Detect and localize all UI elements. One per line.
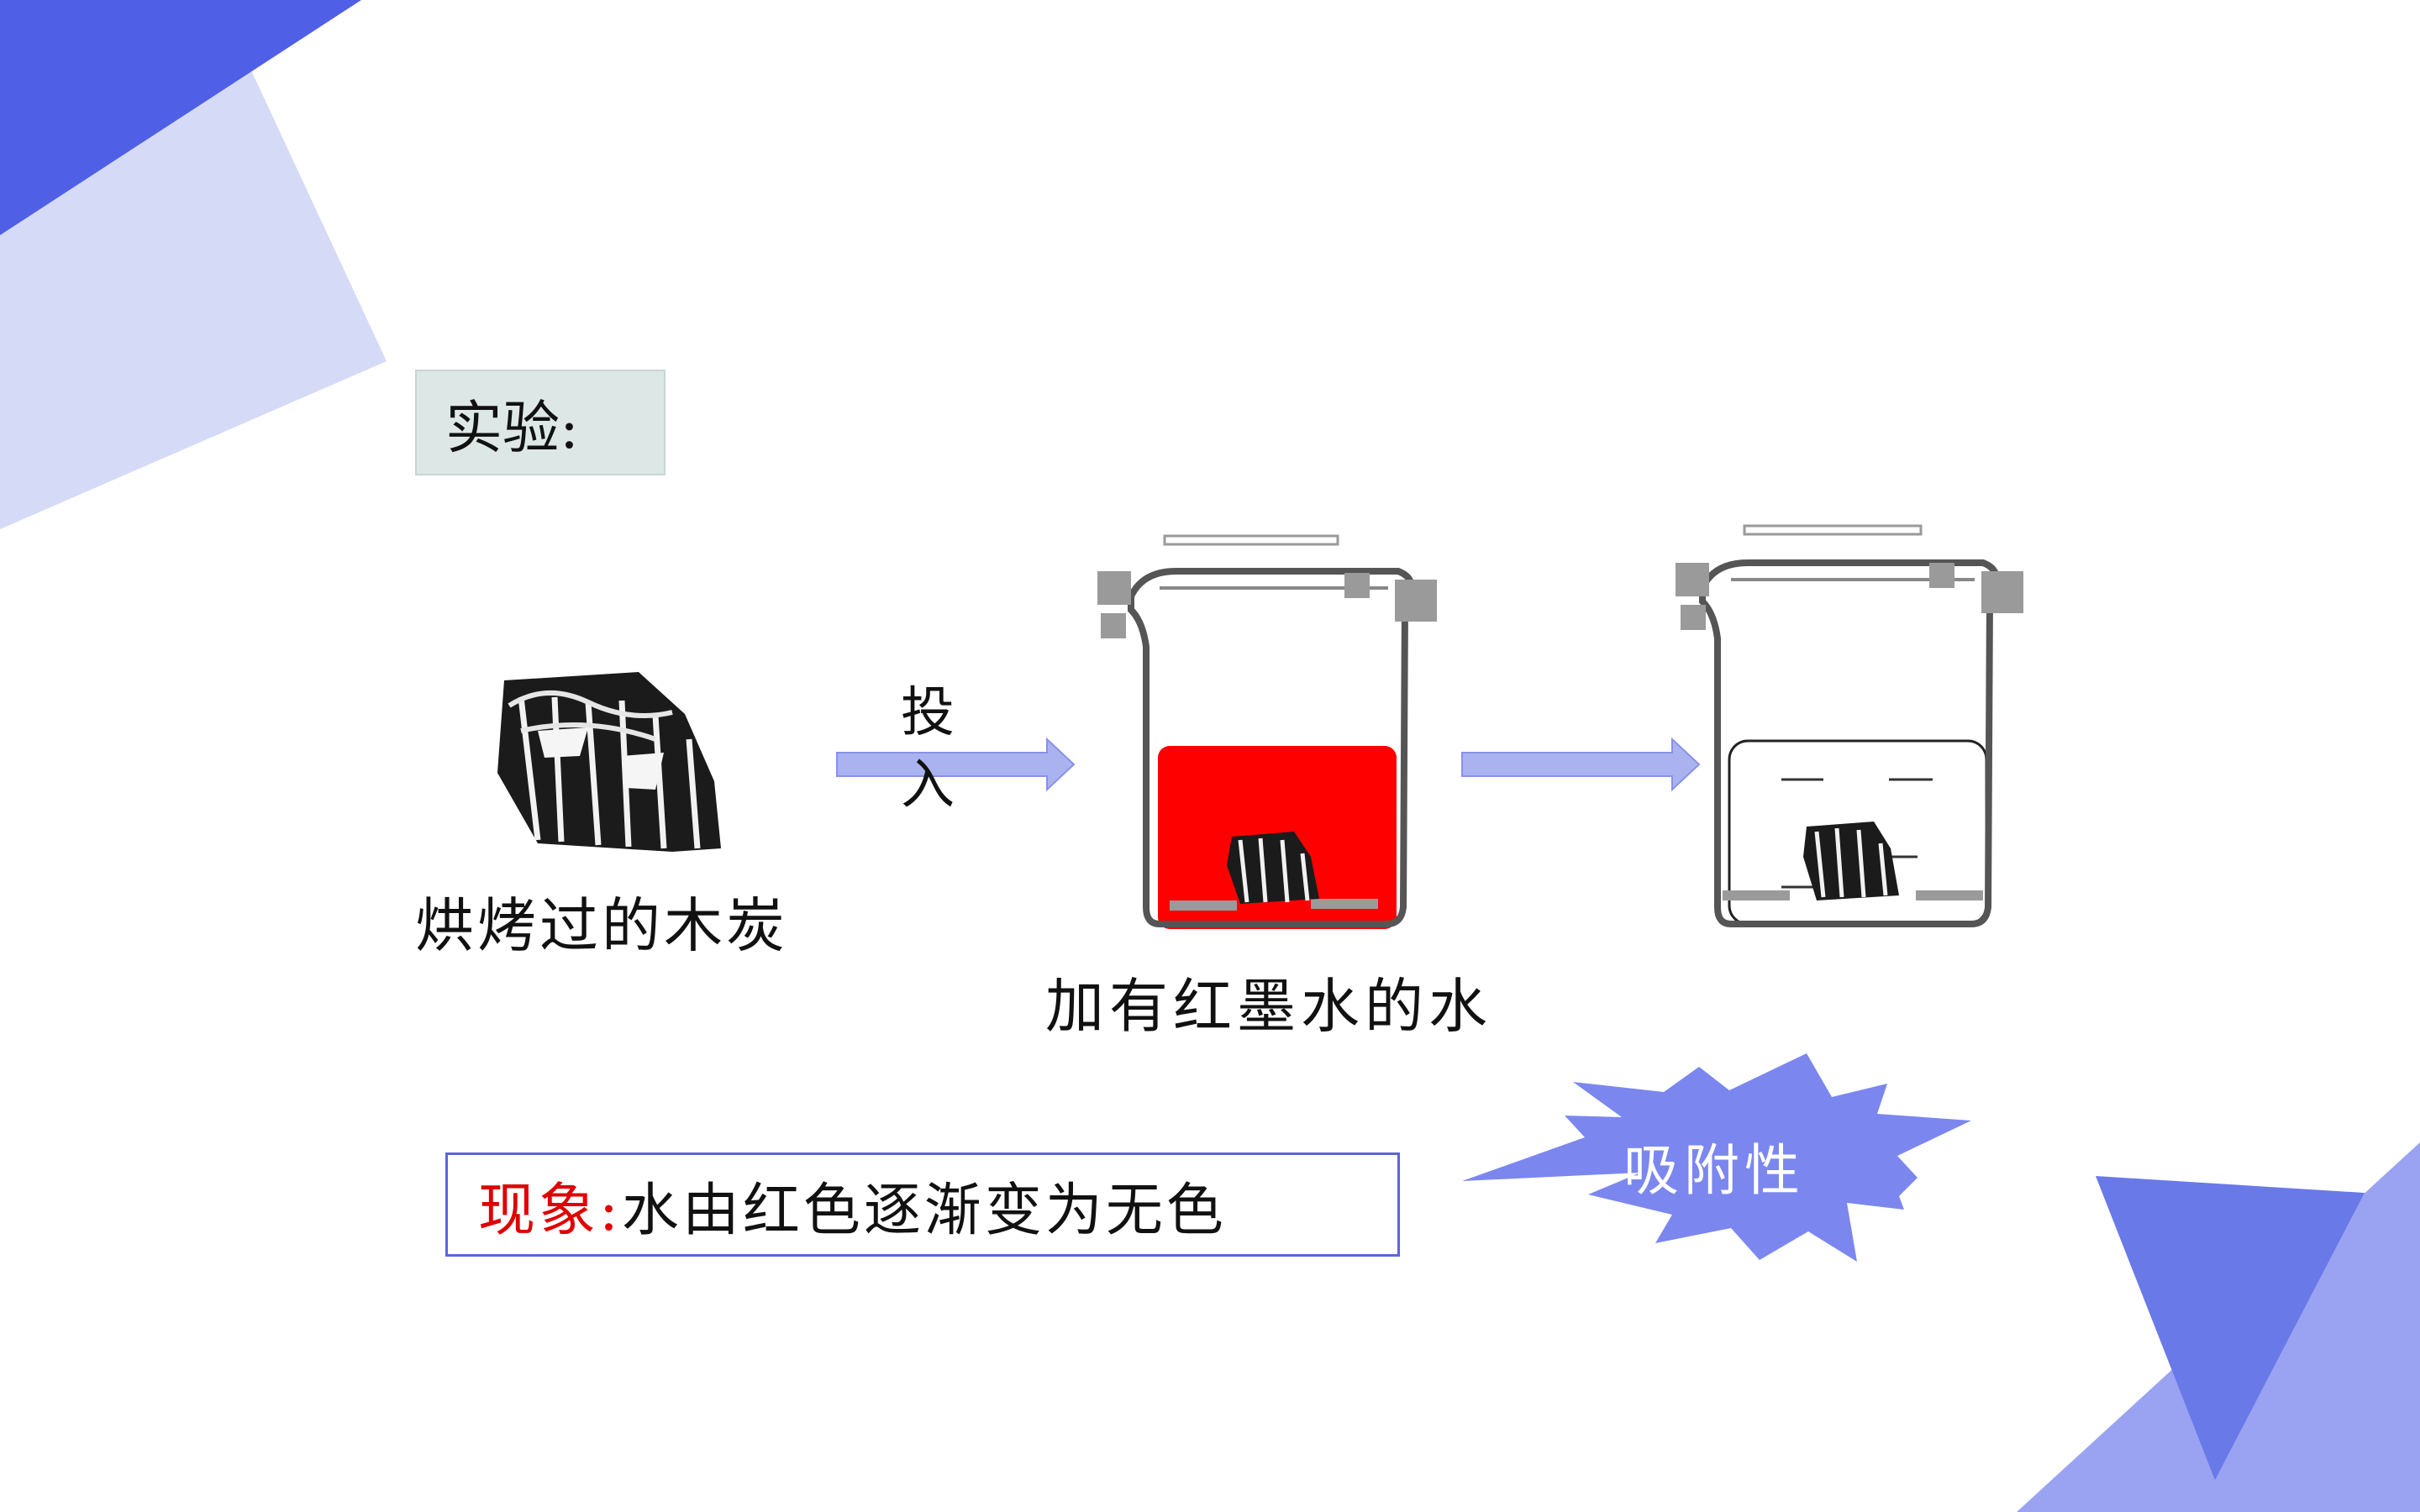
beaker-red-ink: [1097, 534, 1437, 929]
corner-decoration-dark: [0, 0, 361, 235]
starburst-label: 吸附性: [1623, 1138, 1805, 1203]
arrow-label: 投入: [901, 682, 955, 816]
phenomenon-box: 现象: 水由红色逐渐变为无色: [445, 1152, 1400, 1257]
charcoal-caption: 烘烤过的木炭: [415, 891, 788, 960]
starburst-shape: [1462, 1053, 1971, 1262]
corner-decoration-br-dark: [2096, 1176, 2365, 1480]
phenomenon-key: 现象:: [478, 1177, 622, 1244]
beaker-clear: [1676, 524, 2023, 927]
experiment-label: 实验:: [445, 395, 579, 462]
arrow-right-2: [1461, 737, 1701, 792]
charcoal-image: [497, 672, 721, 852]
phenomenon-value: 水由红色逐渐变为无色: [621, 1177, 1227, 1244]
experiment-label-box: 实验:: [415, 370, 666, 475]
arrow-right-1: [836, 737, 1076, 792]
beaker-caption: 加有红墨水的水: [1045, 972, 1492, 1041]
